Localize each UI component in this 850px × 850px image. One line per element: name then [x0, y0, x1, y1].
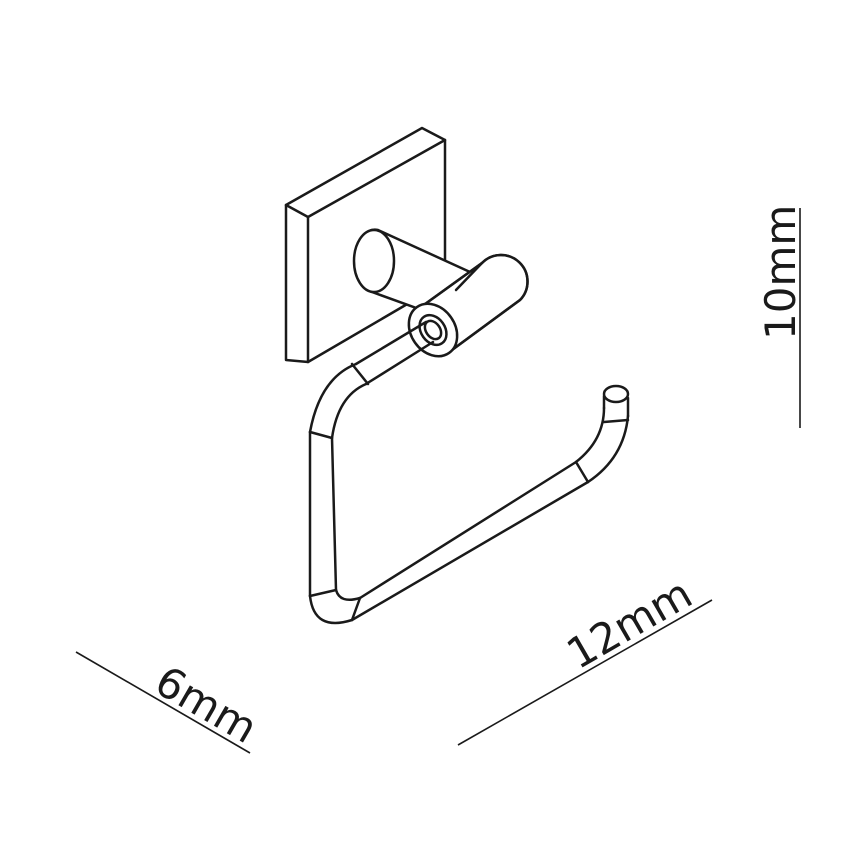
depth-dimension-line: [75, 651, 251, 754]
height-dimension: 10mm: [756, 205, 805, 428]
width-dimension: 12mm: [457, 569, 713, 746]
height-dimension-label: 10mm: [756, 205, 805, 340]
depth-dimension-label: 6mm: [147, 656, 266, 753]
width-dimension-label: 12mm: [559, 569, 701, 679]
depth-dimension: 6mm: [75, 651, 266, 754]
width-dimension-line: [457, 599, 713, 746]
hub-cylinder: [407, 253, 529, 358]
holder-rod: [308, 320, 630, 625]
